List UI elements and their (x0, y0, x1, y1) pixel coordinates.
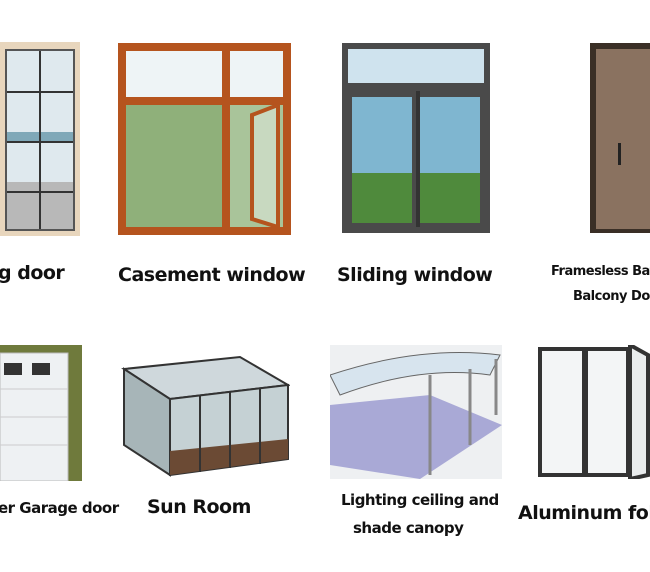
sliding-window-image (342, 43, 490, 233)
product-label-casement-window: Casement window (118, 264, 306, 286)
product-label-sliding-window: Sliding window (337, 264, 493, 286)
sliding-door-image (0, 42, 80, 236)
sun-room-image (121, 355, 290, 477)
canopy-image (330, 345, 502, 479)
product-label-frameless-door-line2: Balcony Doo (573, 289, 650, 304)
casement-window-image (118, 43, 291, 235)
garage-door-image (0, 345, 82, 481)
aluminum-folding-door-image (538, 345, 650, 479)
product-label-garage-door: er Garage door (0, 499, 119, 517)
product-label-frameless-door-line1: Framesless Bat (551, 264, 650, 279)
product-label-canopy-line2: shade canopy (353, 519, 464, 537)
product-label-aluminum-folding-door: Aluminum fol (518, 502, 650, 524)
product-label-sliding-door: g door (0, 262, 65, 284)
product-label-canopy-line1: Lighting ceiling and (341, 491, 499, 509)
frameless-balcony-door-image (590, 43, 650, 233)
product-label-sun-room: Sun Room (147, 496, 251, 518)
